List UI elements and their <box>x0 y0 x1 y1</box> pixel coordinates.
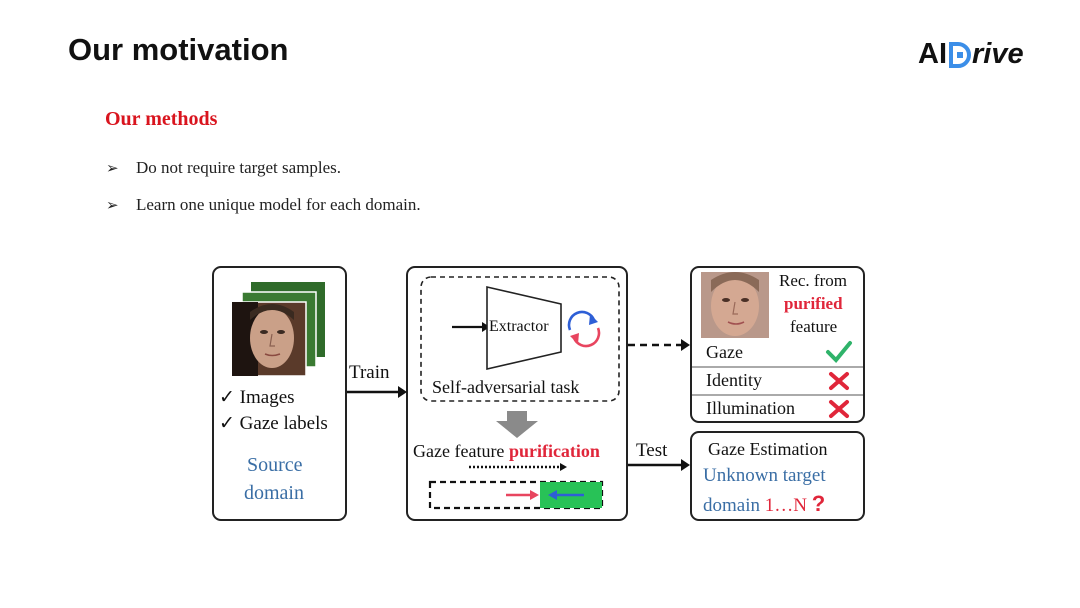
purification-prefix: Gaze feature <box>413 441 509 461</box>
source-label-line2: domain <box>244 482 304 504</box>
reconstructed-face <box>701 272 769 338</box>
target-domain-range: domain 1…N ? <box>703 491 825 517</box>
source-label-line1: Source <box>247 454 303 476</box>
slide-title: Our motivation <box>68 32 289 67</box>
train-arrow <box>398 386 407 398</box>
check-mark: ✓ <box>219 387 235 408</box>
bullet-item: ➢ Do not require target samples. <box>106 158 341 178</box>
bullet-text: Do not require target samples. <box>136 158 342 177</box>
adversarial-cycle-icon <box>567 310 601 348</box>
self-adversarial-region <box>420 276 620 402</box>
check-mark: ✓ <box>219 413 235 434</box>
check-item-images: ✓ Images <box>219 386 295 409</box>
test-label: Test <box>636 440 668 461</box>
logo-prefix: AI <box>918 38 947 70</box>
cross-icon <box>829 400 849 418</box>
gaze-estimation-title: Gaze Estimation <box>708 439 828 459</box>
bullet-marker: ➢ <box>106 197 119 214</box>
train-label: Train <box>349 362 390 383</box>
test-arrow <box>681 459 690 471</box>
gaze-estimation-box <box>690 431 865 521</box>
bullet-text: Learn one unique model for each domain. <box>136 195 421 214</box>
check-item-label: Gaze labels <box>239 413 328 434</box>
recon-row-gaze: Gaze <box>706 342 743 362</box>
rec-line1: Rec. from <box>779 271 847 290</box>
bullet-item: ➢ Learn one unique model for each domain… <box>106 195 421 215</box>
purification-highlight: purification <box>508 441 600 461</box>
extractor-block <box>486 285 562 371</box>
methods-heading: Our methods <box>105 108 218 130</box>
check-item-label: Images <box>239 387 295 408</box>
unknown-target-label: Unknown target <box>703 465 826 486</box>
recon-row-illumination: Illumination <box>706 398 795 418</box>
red-arrow <box>530 490 539 500</box>
logo-d-icon <box>949 41 971 68</box>
domain-word: domain <box>703 495 760 516</box>
extractor-label: Extractor <box>489 318 549 335</box>
rec-line2: purified <box>784 294 843 313</box>
check-item-gaze-labels: ✓ Gaze labels <box>219 412 328 435</box>
bullet-marker: ➢ <box>106 160 119 177</box>
blue-arrow <box>548 490 557 500</box>
recon-row-identity: Identity <box>706 370 762 390</box>
question-mark-icon: ? <box>811 491 826 516</box>
rec-line3: feature <box>790 317 838 336</box>
ai-drive-logo: AI rive <box>918 38 1024 71</box>
purification-label: Gaze feature purification <box>413 441 600 462</box>
domain-range: 1…N <box>764 495 807 516</box>
logo-suffix: rive <box>972 38 1024 70</box>
cross-icon <box>829 372 849 390</box>
face-image-stack <box>231 282 325 377</box>
self-adversarial-label: Self-adversarial task <box>432 377 580 397</box>
check-icon <box>826 341 852 363</box>
gray-down-arrow <box>496 411 538 438</box>
